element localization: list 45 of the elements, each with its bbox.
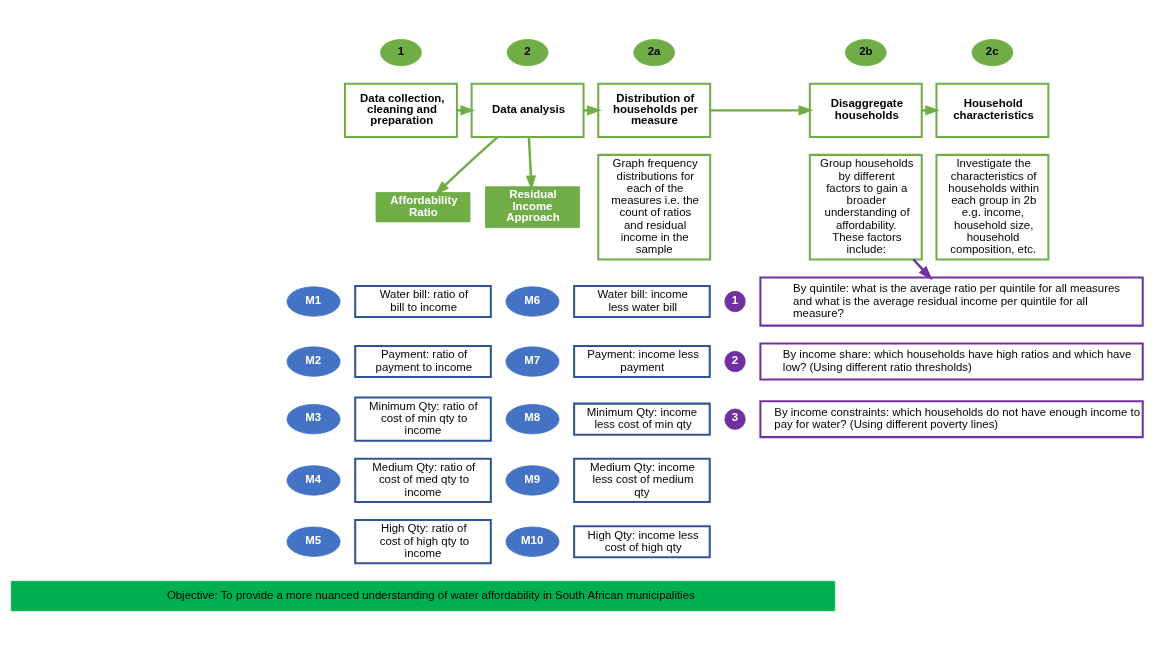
node-box: Household characteristics: [935, 82, 1050, 138]
node-box: Minimum Qty: income less cost of min qty: [573, 402, 711, 436]
node-ellipse: 2b: [844, 39, 887, 67]
node-ellipse: M10: [505, 526, 560, 557]
node-box: By income constraints: which households do not have enough income to pay for water? (Using different poverty lines): [759, 400, 1144, 439]
node-box: By quintile: what is the average ratio per quintile for all measures and what is the average residual income per quintile for all measure?: [759, 276, 1144, 327]
node-box: High Qty: income less cost of high qty: [573, 525, 711, 559]
node-ellipse: M1: [286, 286, 341, 317]
node-box: Water bill: ratio of bill to income: [354, 285, 492, 319]
node-box: By income share: which households have high ratios and which have low? (Using different ratio thresholds): [759, 342, 1144, 381]
node-box: Disaggregate households: [808, 82, 923, 138]
node-ellipse: M3: [286, 404, 341, 435]
node-box: Objective: To provide a more nuanced understanding of water affordability in South African municipalities: [10, 580, 836, 612]
node-box: Group households by different factors to gain a broader understanding of affordability. These factors include:: [808, 153, 923, 261]
node-box: Residual Income Approach: [485, 186, 580, 228]
node-ellipse: M6: [505, 286, 560, 317]
node-box: Data analysis: [470, 82, 585, 138]
node-ellipse: 2: [506, 39, 549, 67]
node-ellipse: M7: [505, 346, 560, 377]
node-ellipse: M5: [286, 526, 341, 557]
node-ellipse: 2c: [971, 39, 1014, 67]
node-ellipse: M4: [286, 465, 341, 496]
node-box: Minimum Qty: ratio of cost of min qty to income: [354, 396, 492, 442]
node-circle: 3: [724, 408, 746, 430]
arrow: [710, 105, 814, 116]
node-ellipse: 2a: [633, 39, 676, 67]
node-box: Affordability Ratio: [375, 192, 471, 223]
node-ellipse: M8: [505, 404, 560, 435]
node-box: High Qty: ratio of cost of high qty to income: [354, 519, 492, 565]
node-box: Medium Qty: ratio of cost of med qty to income: [354, 457, 492, 504]
node-box: Graph frequency distributions for each of the measures i.e. the count of ratios and residual income in the sample: [597, 153, 712, 261]
node-box: Data collection, cleaning and preparation: [343, 82, 458, 138]
arrow: [912, 258, 933, 281]
node-box: Investigate the characteristics of households within each group in 2b e.g. income, household size, household composition, etc.: [935, 153, 1050, 261]
node-box: Payment: ratio of payment to income: [354, 345, 492, 379]
node-box: Payment: income less payment: [573, 345, 711, 379]
node-circle: 1: [724, 290, 746, 313]
node-box: Water bill: income less water bill: [573, 285, 711, 319]
node-ellipse: M9: [505, 465, 560, 496]
node-box: Medium Qty: income less cost of medium qty: [573, 457, 711, 504]
node-ellipse: M2: [286, 346, 341, 377]
node-ellipse: 1: [380, 39, 422, 67]
node-circle: 2: [724, 350, 746, 373]
arrow: [434, 136, 499, 195]
node-box: Distribution of households per measure: [597, 82, 712, 138]
